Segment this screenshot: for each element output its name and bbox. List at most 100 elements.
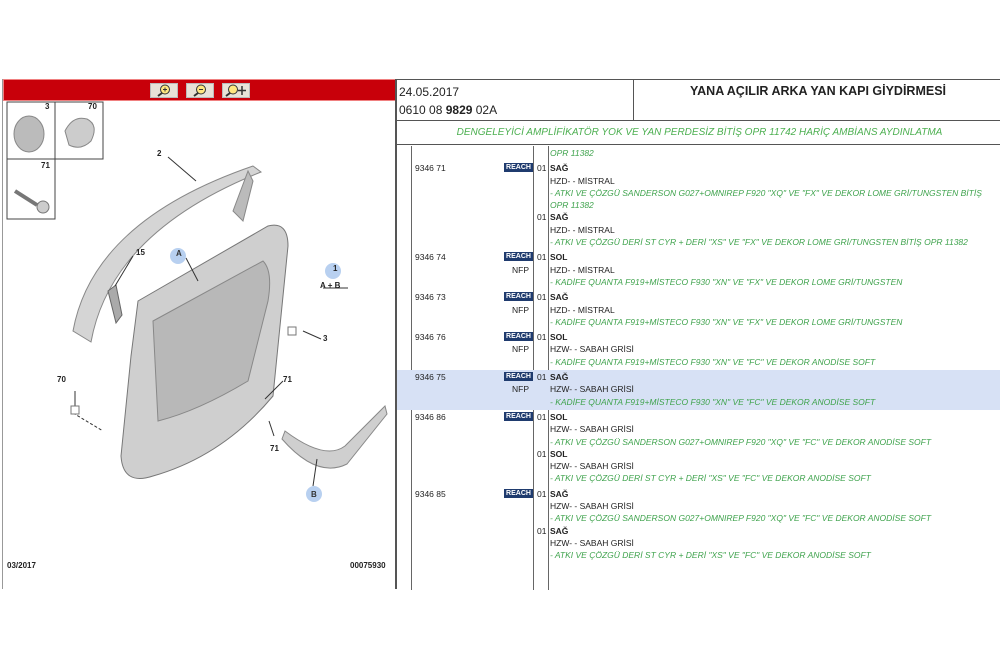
description: - KADİFE QUANTA F919+MİSTECO F930 "XN" V… <box>550 316 903 327</box>
callout-A: A <box>176 249 182 258</box>
quantity: 01 <box>537 372 547 383</box>
side: SAĞ <box>550 163 569 174</box>
trim-code: HZD- - MİSTRAL <box>550 175 615 186</box>
side: SOL <box>550 252 568 263</box>
quantity: 01 <box>537 488 547 499</box>
part-number[interactable]: 9346 86 <box>415 412 446 422</box>
part-number[interactable]: 9346 74 <box>415 252 446 263</box>
table-row[interactable]: 9346 71 REACH 01 SAĞ HZD- - MİSTRAL - AT… <box>397 161 1000 250</box>
pre-note: OPR 11382 <box>550 148 594 158</box>
reach-badge: REACH <box>504 252 533 262</box>
diagram-toolbar <box>3 79 396 101</box>
trim-code: HZW- - SABAH GRİSİ <box>550 537 634 548</box>
side: SOL <box>550 448 568 459</box>
nfp-label: NFP <box>512 264 529 275</box>
callout-70: 70 <box>88 102 97 111</box>
callout-a-plus-b: A + B <box>320 281 341 290</box>
part-number[interactable]: 9346 76 <box>415 332 446 343</box>
side: SAĞ <box>550 372 569 383</box>
part-entry: 01 SOL HZW- - SABAH GRİSİ - ATKI VE ÇÖZG… <box>537 448 992 485</box>
diagram-date: 03/2017 <box>7 561 36 570</box>
part-entry: 01 SAĞ HZW- - SABAH GRİSİ - ATKI VE ÇÖZG… <box>537 488 992 525</box>
callout-15: 15 <box>136 248 145 257</box>
reach-badge: REACH <box>504 488 533 498</box>
description: - ATKI VE ÇÖZGÜ SANDERSON G027+OMNIREP F… <box>550 187 982 211</box>
part-entry: 01 SAĞ HZD- - MİSTRAL - KADİFE QUANTA F9… <box>537 291 992 328</box>
part-entry: 01 SOL HZD- - MİSTRAL - KADİFE QUANTA F9… <box>537 251 992 288</box>
trim-code: HZW- - SABAH GRİSİ <box>550 384 634 395</box>
header-reference: 0610 08 9829 02A <box>399 103 498 117</box>
trim-code: HZD- - MİSTRAL <box>550 224 615 235</box>
zoom-out-icon <box>192 84 206 97</box>
table-row[interactable]: 9346 76 REACH NFP 01 SOL HZW- - SABAH GRİ… <box>397 330 1000 370</box>
callout-3: 3 <box>45 102 50 111</box>
reach-badge: REACH <box>504 332 533 342</box>
part-entry: 01 SOL HZW- - SABAH GRİSİ - KADİFE QUANT… <box>537 331 992 368</box>
trim-code: HZW- - SABAH GRİSİ <box>550 344 634 355</box>
page-title: YANA AÇILIR ARKA YAN KAPI GİYDİRMESİ <box>689 84 947 98</box>
callout-70-door: 70 <box>57 375 66 384</box>
zoom-fit-icon <box>224 84 246 97</box>
quantity: 01 <box>537 525 547 536</box>
reach-badge: REACH <box>504 292 533 302</box>
side: SAĞ <box>550 488 569 499</box>
description: - ATKI VE ÇÖZGÜ DERİ ST CYR + DERİ "XS" … <box>550 550 871 561</box>
quantity: 01 <box>537 212 547 223</box>
description: - ATKI VE ÇÖZGÜ SANDERSON G027+OMNIREP F… <box>550 436 932 447</box>
description: - ATKI VE ÇÖZGÜ DERİ ST CYR + DERİ "XS" … <box>550 473 871 484</box>
trim-code: HZW- - SABAH GRİSİ <box>550 424 634 435</box>
part-number[interactable]: 9346 73 <box>415 292 446 303</box>
quantity: 01 <box>537 252 547 263</box>
callout-71-upper: 71 <box>283 375 292 384</box>
zoom-in-icon <box>156 84 170 97</box>
condition-subtitle: DENGELEYİCİ AMPLİFİKATÖR YOK VE YAN PERD… <box>397 121 1000 145</box>
side: SAĞ <box>550 525 569 536</box>
trim-code: HZW- - SABAH GRİSİ <box>550 461 634 472</box>
callout-71: 71 <box>41 161 50 170</box>
description: - ATKI VE ÇÖZGÜ SANDERSON G027+OMNIREP F… <box>550 513 932 524</box>
table-row[interactable]: 9346 86 REACH 01 SOL HZW- - SABAH GRİSİ … <box>397 410 1000 487</box>
part-number[interactable]: 9346 85 <box>415 488 446 499</box>
description: - KADİFE QUANTA F919+MİSTECO F930 "XN" V… <box>550 276 903 287</box>
callout-2: 2 <box>157 149 162 158</box>
table-row[interactable]: 9346 74 REACH NFP 01 SOL HZD- - MİSTRAL -… <box>397 250 1000 290</box>
quantity: 01 <box>537 448 547 459</box>
diagram-panel: 3 70 71 2 15 A 1 A + B 3 70 71 71 B 03/2… <box>2 79 396 589</box>
part-entry: 01 SAĞ HZD- - MİSTRAL - ATKI VE ÇÖZGÜ SA… <box>537 162 992 211</box>
part-number[interactable]: 9346 75 <box>415 372 446 383</box>
side: SAĞ <box>550 292 569 303</box>
reach-badge: REACH <box>504 412 533 421</box>
door-trim-diagram <box>6 101 388 502</box>
callout-B: B <box>311 490 317 499</box>
trim-code: HZD- - MİSTRAL <box>550 304 615 315</box>
nfp-label: NFP <box>512 384 529 395</box>
description: - KADİFE QUANTA F919+MİSTECO F930 "XN" V… <box>550 356 876 367</box>
zoom-in-button[interactable] <box>149 82 178 98</box>
side: SOL <box>550 332 568 343</box>
part-entry: 01 SOL HZW- - SABAH GRİSİ - ATKI VE ÇÖZG… <box>537 411 992 448</box>
quantity: 01 <box>537 292 547 303</box>
nfp-label: NFP <box>512 304 529 315</box>
parts-header: 24.05.2017 0610 08 9829 02A YANA AÇILIR … <box>397 80 1000 121</box>
part-entry: 01 SAĞ HZW- - SABAH GRİSİ - KADİFE QUANT… <box>537 371 992 408</box>
description: - ATKI VE ÇÖZGÜ DERİ ST CYR + DERİ "XS" … <box>550 237 968 248</box>
trim-code: HZW- - SABAH GRİSİ <box>550 501 634 512</box>
trim-code: HZD- - MİSTRAL <box>550 264 615 275</box>
description: - KADİFE QUANTA F919+MİSTECO F930 "XN" V… <box>550 396 876 407</box>
quantity: 01 <box>537 163 547 174</box>
part-number[interactable]: 9346 71 <box>415 163 446 174</box>
callout-71-lower: 71 <box>270 444 279 453</box>
zoom-fit-button[interactable] <box>221 82 250 98</box>
header-date: 24.05.2017 <box>399 85 460 99</box>
parts-panel: 24.05.2017 0610 08 9829 02A YANA AÇILIR … <box>395 79 1000 590</box>
zoom-out-button[interactable] <box>185 82 214 98</box>
table-row[interactable]: 9346 85 REACH 01 SAĞ HZW- - SABAH GRİSİ … <box>397 487 1000 564</box>
table-row[interactable]: 9346 73 REACH NFP 01 SAĞ HZD- - MİSTRAL -… <box>397 290 1000 330</box>
quantity: 01 <box>537 412 547 422</box>
nfp-label: NFP <box>512 344 529 355</box>
part-entry: 01 SAĞ HZW- - SABAH GRİSİ - ATKI VE ÇÖZG… <box>537 525 992 562</box>
callout-3-door: 3 <box>323 334 328 343</box>
side: SAĞ <box>550 212 569 223</box>
reach-badge: REACH <box>504 163 533 173</box>
